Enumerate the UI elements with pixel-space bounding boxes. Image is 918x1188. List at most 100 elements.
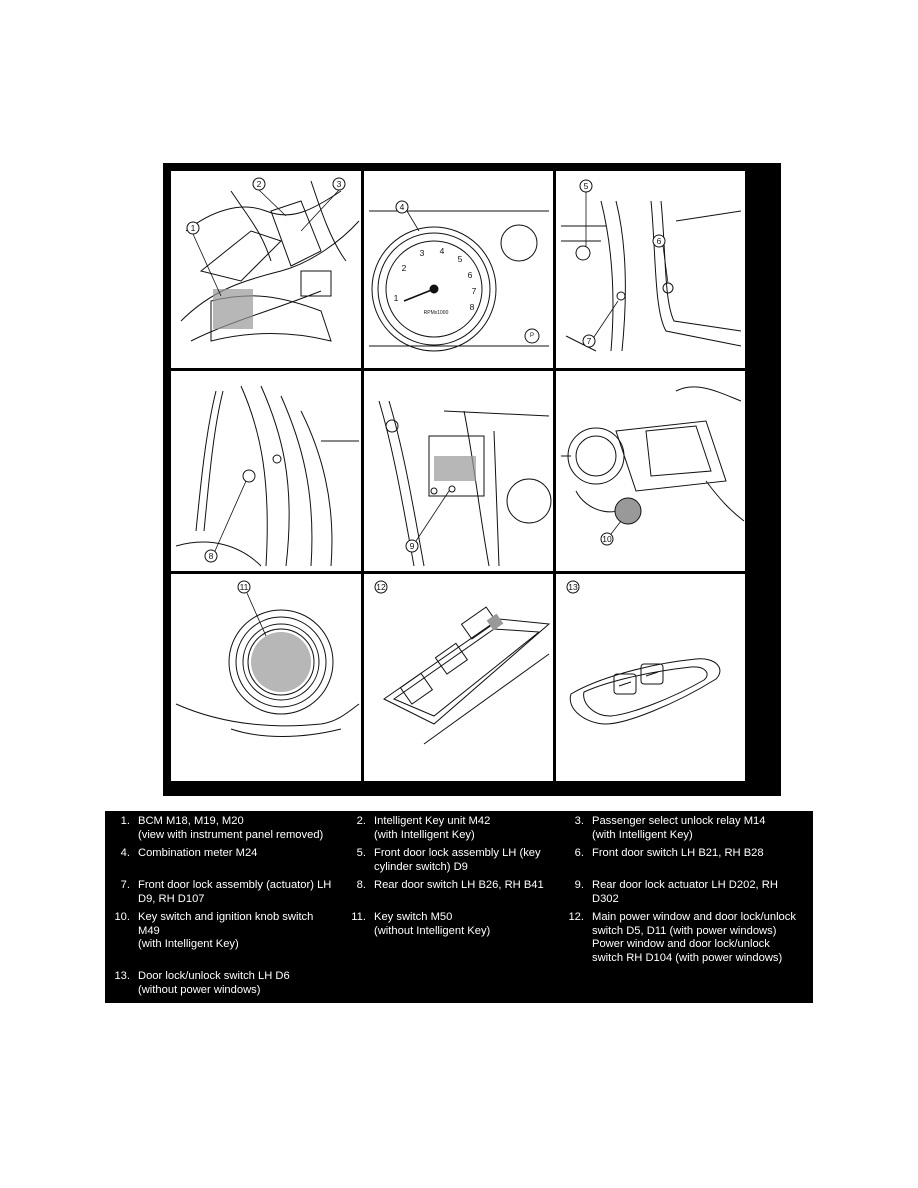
panel-front-door: 5 6 7 (556, 171, 745, 368)
legend-item-line: Power window and door lock/unlock (592, 938, 770, 950)
legend-item-line: (without power windows) (138, 983, 261, 996)
legend-item-line: D9, RH D107 (138, 892, 205, 905)
rear-door-switch-illustration: 8 (175, 385, 359, 567)
callout-7-circle (582, 334, 596, 348)
power-window-switch-illustration: 12 (374, 580, 551, 745)
callout-10: 10 (602, 534, 612, 544)
tach-number-6: 6 (468, 270, 473, 280)
panel-key-switch-ignition: 10 (556, 371, 745, 571)
legend-item-text: Passenger select unlock relay M14(with I… (592, 815, 813, 847)
legend-item-number: 11. (351, 911, 366, 923)
panel-door-lock-unlock-switch: 13 (556, 574, 745, 781)
legend-item-line: D302 (592, 892, 619, 905)
panel-bcm-area: 1 2 3 (171, 171, 361, 368)
legend-item-line: cylinder switch) D9 (374, 860, 468, 873)
legend-item-number: 5. (356, 847, 366, 859)
legend-item-number: 6. (574, 847, 584, 859)
legend-item-text (592, 970, 813, 1002)
callout-9: 9 (410, 541, 415, 551)
legend-item-text: Door lock/unlock switch LH D6(without po… (138, 970, 346, 1002)
legend-item-text: Rear door switch LH B26, RH B41 (374, 879, 564, 911)
legend-row: 4. Combination meter M24 5. Front door lock… (105, 847, 813, 879)
legend-row: 1.BCM M18, M19, M20(view with instrument… (105, 815, 813, 847)
callout-3: 3 (337, 179, 342, 189)
legend-item-line: (with Intelligent Key) (592, 828, 693, 841)
component-location-figure: 1 2 3 (163, 163, 781, 796)
tach-number-8: 8 (470, 302, 475, 312)
legend-item-line: Passenger select unlock relay M14 (592, 815, 766, 827)
tach-unit-label: RPMx1000 (424, 310, 449, 316)
legend-row: 7. Front door lock assembly (actuator) LH… (105, 879, 813, 911)
legend-item-line: Door lock/unlock switch LH D6 (138, 970, 290, 982)
legend-item-line: (without Intelligent Key) (374, 924, 491, 937)
legend-item-text (374, 970, 564, 1002)
callout-6-circle (652, 234, 666, 248)
callout-13: 13 (568, 582, 578, 592)
fuel-icon: P (530, 333, 534, 339)
callout-6: 6 (657, 236, 662, 246)
callout-11: 11 (240, 582, 249, 592)
callout-8-circle (204, 549, 218, 563)
legend-item-number: 8. (356, 879, 366, 891)
legend-item-line: Combination meter M24 (138, 847, 258, 859)
legend-item-line: Rear door lock actuator LH D202, RH (592, 879, 778, 891)
legend-item-line: switch RH D104 (with power windows) (592, 951, 783, 964)
legend-item-line: switch D5, D11 (with power windows) (592, 924, 777, 937)
legend-item-line: Key switch M50 (374, 911, 453, 923)
tach-number-3: 3 (420, 248, 425, 258)
legend-item-number: 2. (356, 815, 366, 827)
legend-item-line: Front door lock assembly (actuator) LH (138, 879, 332, 891)
callout-9-circle (405, 539, 419, 553)
key-switch-ignition-illustration: 10 (561, 386, 745, 546)
callout-4-circle (395, 200, 409, 214)
callout-7: 7 (587, 336, 592, 346)
legend-item-line: M49 (138, 924, 160, 937)
legend-item-number: 13. (114, 970, 130, 982)
panel-power-window-switch: 12 (364, 574, 553, 781)
legend-item-number: 7. (120, 879, 130, 891)
bcm-illustration: 1 2 3 (180, 177, 360, 342)
callout-12-circle (374, 580, 388, 594)
legend-item-text: Combination meter M24 (138, 847, 346, 879)
tach-number-4: 4 (440, 246, 445, 256)
door-lock-unlock-switch-illustration: 13 (566, 580, 721, 725)
legend-item-line: BCM M18, M19, M20 (138, 815, 244, 827)
combination-meter-illustration: 1 2 3 4 5 6 7 8 RPMx1000 P 4 (369, 200, 549, 352)
panel-combination-meter: 1 2 3 4 5 6 7 8 RPMx1000 P 4 (364, 171, 553, 368)
legend-item-line: (with Intelligent Key) (374, 828, 475, 841)
panel-rear-door-lock-actuator: 9 (364, 371, 553, 571)
legend-item-line: (view with instrument panel removed) (138, 828, 324, 841)
callout-1: 1 (191, 223, 196, 233)
legend-item-line: Intelligent Key unit M42 (374, 815, 491, 827)
tach-number-2: 2 (402, 263, 407, 273)
figure-grid: 1 2 3 (171, 171, 773, 788)
tach-number-5: 5 (458, 254, 463, 264)
legend-item-number (346, 970, 374, 1002)
legend-table: 1.BCM M18, M19, M20(view with instrument… (105, 815, 813, 1002)
legend-item-text: Key switch M50(without Intelligent Key) (374, 911, 564, 970)
front-door-illustration: 5 6 7 (561, 179, 742, 352)
legend-item-number: 3. (574, 815, 584, 827)
legend-item-number: 4. (120, 847, 130, 859)
key-switch-illustration: 11 (175, 580, 360, 737)
tach-number-1: 1 (394, 293, 399, 303)
legend-item-line: Rear door switch LH B26, RH B41 (374, 879, 544, 891)
callout-5: 5 (584, 181, 589, 191)
callout-13-circle (566, 580, 580, 594)
component-legend: 1.BCM M18, M19, M20(view with instrument… (105, 811, 813, 1003)
legend-item-text: BCM M18, M19, M20(view with instrument p… (138, 815, 346, 847)
panel-key-switch: 11 (171, 574, 361, 781)
legend-row: 13. Door lock/unlock switch LH D6(without… (105, 970, 813, 1002)
callout-12: 12 (376, 582, 386, 592)
legend-item-line: Key switch and ignition knob switch (138, 911, 314, 923)
legend-item-line: Front door lock assembly LH (key (374, 847, 541, 859)
rear-door-actuator-illustration: 9 (378, 400, 552, 567)
tach-number-7: 7 (472, 286, 477, 296)
callout-2: 2 (257, 179, 262, 189)
